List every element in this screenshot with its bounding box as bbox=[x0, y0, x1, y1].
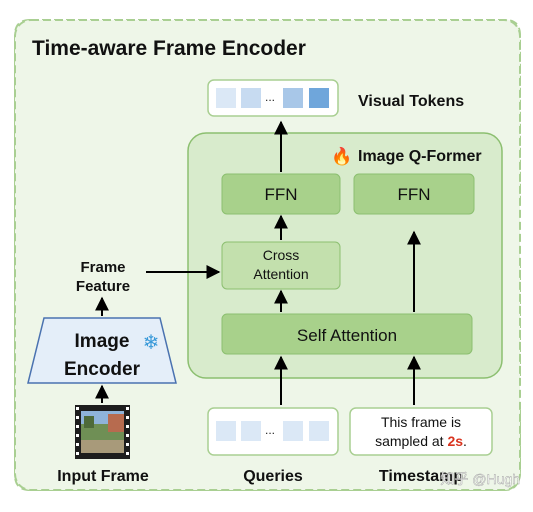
self-attention-label: Self Attention bbox=[297, 326, 397, 345]
queries-label: Queries bbox=[243, 468, 303, 485]
fire-icon: 🔥 bbox=[331, 146, 352, 166]
diagram-title: Time-aware Frame Encoder bbox=[32, 37, 306, 60]
query-token-2 bbox=[241, 421, 261, 441]
visual-token-2 bbox=[241, 88, 261, 108]
visual-tokens-label: Visual Tokens bbox=[358, 93, 464, 110]
timestamp-value: 2s bbox=[447, 433, 463, 449]
frame-feature-label-line2: Feature bbox=[76, 278, 130, 295]
cross-attention-label-line2: Attention bbox=[253, 266, 308, 282]
timestamp-text-line1: This frame is bbox=[381, 414, 461, 430]
timestamp-box bbox=[349, 407, 493, 456]
frame-feature-label-line1: Frame bbox=[80, 259, 125, 276]
image-encoder-block bbox=[27, 317, 177, 384]
visual-token-3 bbox=[283, 88, 303, 108]
visual-token-1 bbox=[216, 88, 236, 108]
watermark: 知乎 @Hugh bbox=[440, 471, 520, 487]
queries-box bbox=[207, 407, 339, 456]
image-encoder-label-line1: Image bbox=[75, 331, 130, 352]
ffn-right-label: FFN bbox=[397, 185, 430, 204]
timestamp-label: Timestamp bbox=[379, 468, 463, 485]
visual-token-4 bbox=[309, 88, 329, 108]
input-frame-image bbox=[75, 405, 130, 459]
image-encoder-label-line2: Encoder bbox=[64, 359, 141, 380]
query-token-4 bbox=[309, 421, 329, 441]
timestamp-text-line2: sampled at 2s. bbox=[375, 433, 467, 449]
query-token-1 bbox=[216, 421, 236, 441]
query-token-3 bbox=[283, 421, 303, 441]
self-attention-block bbox=[221, 313, 473, 355]
ffn-left-block bbox=[221, 173, 341, 215]
cross-attention-block bbox=[221, 241, 341, 290]
visual-tokens-box bbox=[207, 79, 339, 117]
visual-tokens-ellipsis: ... bbox=[265, 90, 275, 104]
ffn-right-block bbox=[353, 173, 475, 215]
input-frame-label: Input Frame bbox=[57, 468, 149, 485]
cross-attention-label-line1: Cross bbox=[263, 247, 300, 263]
snowflake-icon: ❄ bbox=[143, 332, 160, 354]
queries-ellipsis: ... bbox=[265, 423, 275, 437]
qformer-label: Image Q-Former bbox=[358, 148, 482, 165]
ffn-left-label: FFN bbox=[264, 185, 297, 204]
